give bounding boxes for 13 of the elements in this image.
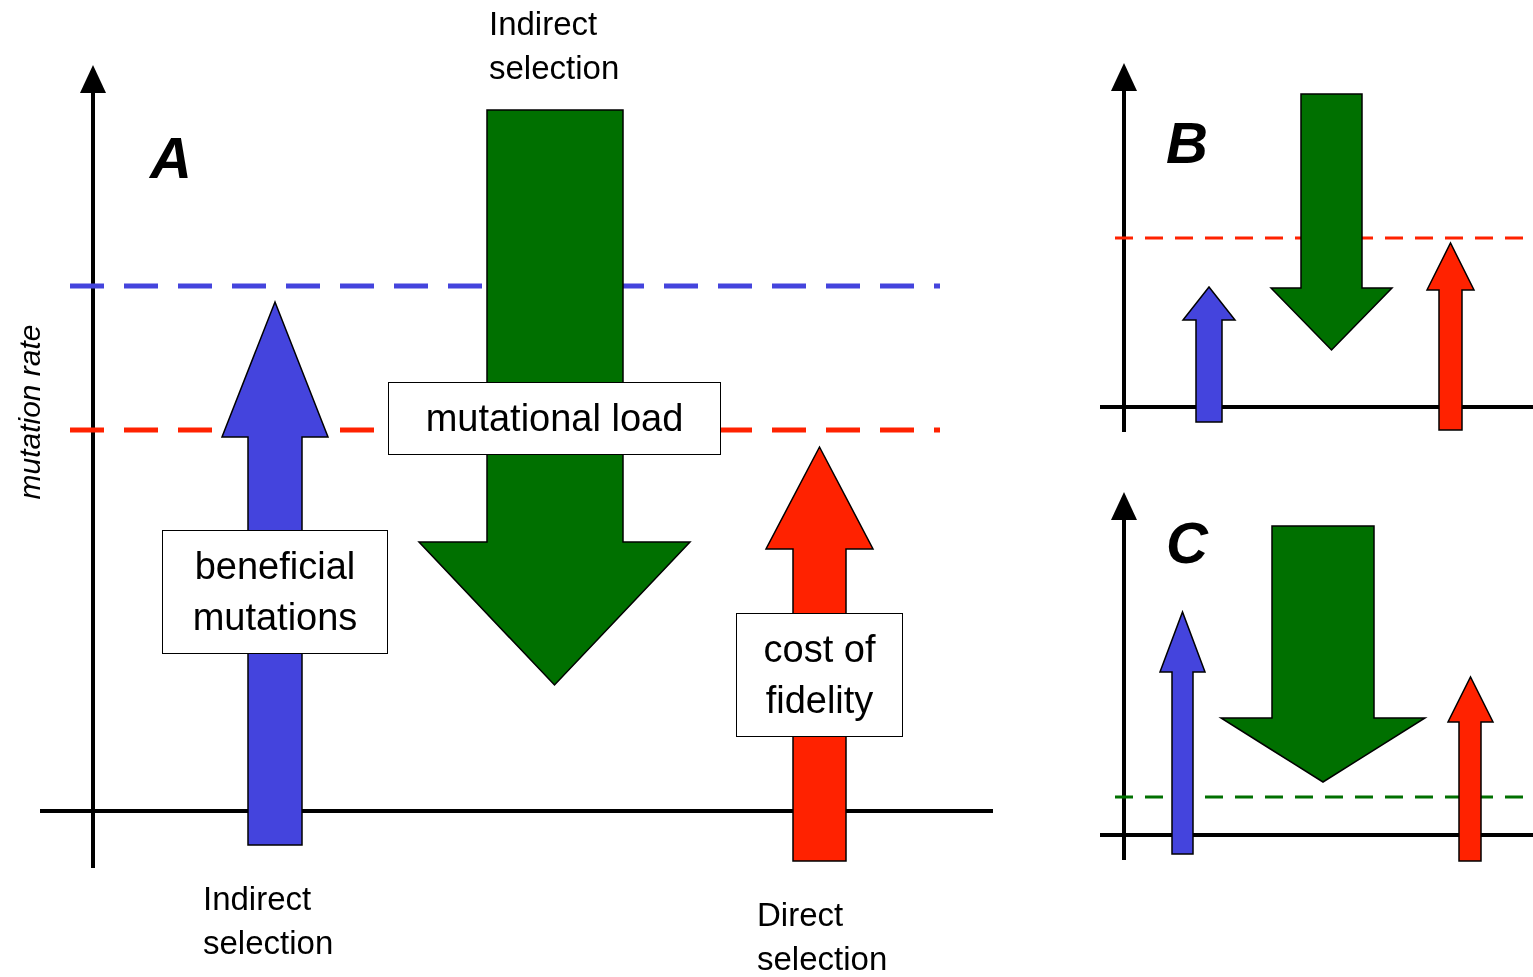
text-box bbox=[162, 530, 388, 654]
text-box bbox=[736, 613, 903, 737]
selection-label: Indirect selection bbox=[489, 4, 621, 88]
panel-letter: B bbox=[1166, 113, 1208, 173]
text-box bbox=[388, 382, 721, 455]
box-label: beneficial mutations bbox=[191, 544, 359, 640]
box-label: mutational load bbox=[424, 396, 685, 441]
selection-label: Indirect selection bbox=[203, 879, 335, 963]
panel-letter: A bbox=[150, 128, 192, 188]
box-label: cost of fidelity bbox=[762, 627, 877, 723]
selection-label: Direct selection bbox=[757, 895, 889, 977]
panel-letter: C bbox=[1166, 513, 1208, 573]
axis-label: mutation rate bbox=[12, 323, 47, 502]
